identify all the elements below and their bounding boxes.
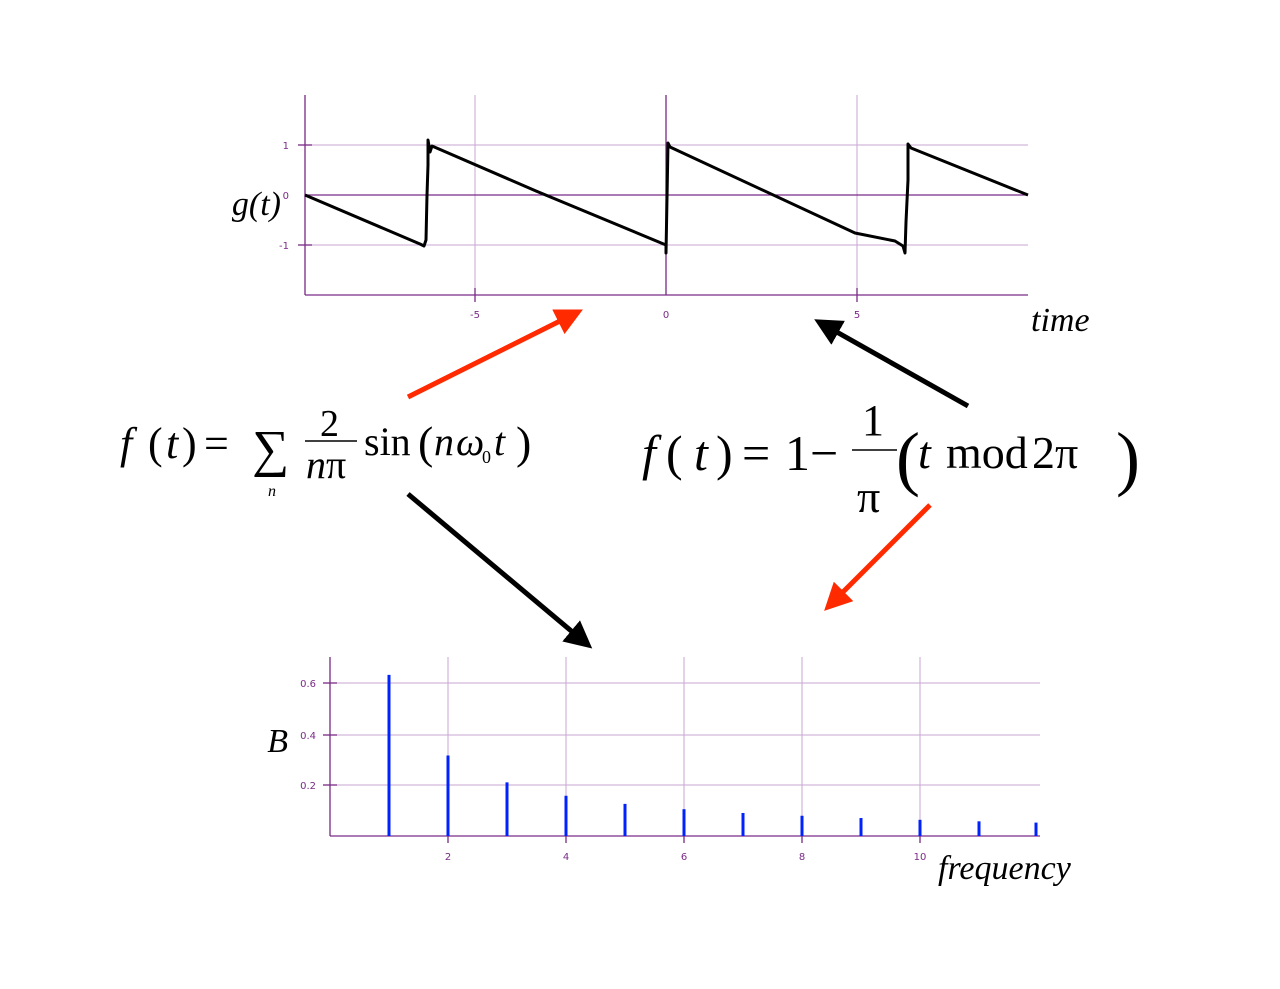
x-tick-8: 8 (799, 852, 805, 863)
svg-text:(: ( (148, 419, 163, 468)
svg-text:=: = (742, 425, 770, 481)
x-tick-neg5: -5 (470, 310, 480, 321)
y-tick-0.6: 0.6 (300, 679, 316, 690)
series-to-frequency-arrow (406, 492, 593, 649)
svg-text:n: n (434, 419, 454, 464)
sum-index: n (268, 483, 276, 500)
svg-text:1: 1 (785, 425, 810, 481)
svg-text:f: f (642, 425, 662, 481)
x-tick-2: 2 (445, 852, 451, 863)
y-tick-0: 0 (283, 191, 289, 202)
sawtooth-signal (304, 138, 1029, 255)
y-tick-1: 1 (283, 141, 289, 152)
svg-text:): ) (516, 417, 531, 468)
freq-grid (330, 657, 1040, 836)
x-tick-4: 4 (563, 852, 569, 863)
sawtooth-denominator: π (857, 471, 880, 522)
svg-text:mod: mod (946, 427, 1028, 478)
svg-text:): ) (182, 419, 197, 468)
x-tick-10: 10 (914, 852, 927, 863)
svg-text:t: t (918, 427, 932, 478)
frequency-domain-chart: 0.6 0.4 0.2 2 4 6 8 10 B frequency (267, 657, 1072, 887)
time-axes (298, 95, 1028, 302)
svg-text:(: ( (666, 425, 683, 481)
svg-text:sin: sin (364, 419, 411, 464)
svg-text:(: ( (896, 418, 920, 498)
time-domain-chart: 1 0 -1 -5 0 5 g(t) time (232, 95, 1090, 339)
svg-text:π: π (326, 442, 346, 487)
svg-text:0: 0 (482, 447, 491, 467)
svg-text:): ) (716, 425, 733, 481)
y-tick-neg1: -1 (279, 241, 289, 252)
time-chart-xlabel: time (1031, 302, 1090, 339)
sum-symbol: ∑ (252, 421, 289, 478)
svg-text:): ) (1116, 418, 1140, 498)
svg-text:2π: 2π (1032, 427, 1078, 478)
freq-axes (323, 657, 1040, 843)
x-tick-6: 6 (681, 852, 687, 863)
series-to-time-arrow (406, 309, 583, 400)
arrows (406, 309, 970, 649)
series-numerator: 2 (320, 403, 339, 445)
svg-text:ω: ω (456, 419, 484, 464)
svg-text:−: − (810, 425, 838, 481)
sawtooth-to-time-arrow (814, 319, 970, 409)
frequency-chart-xlabel: frequency (938, 850, 1072, 887)
svg-text:t: t (694, 425, 709, 481)
svg-text:t: t (494, 419, 506, 464)
frequency-bars (387, 674, 1038, 836)
svg-text:t: t (166, 419, 180, 468)
y-tick-0.4: 0.4 (300, 731, 316, 742)
sawtooth-numerator: 1 (862, 396, 884, 445)
sawtooth-equation: f ( t ) = 1 − 1 π ( t mod 2π ) (642, 396, 1140, 522)
frequency-chart-ylabel: B (267, 723, 288, 760)
svg-text:=: = (204, 419, 229, 468)
y-tick-0.2: 0.2 (300, 781, 316, 792)
x-tick-0: 0 (663, 310, 669, 321)
x-tick-5: 5 (854, 310, 860, 321)
fourier-series-equation: f ( t ) = ∑ n 2 n π sin ( n ω 0 t ) (120, 403, 531, 500)
sawtooth-to-frequency-arrow (824, 503, 932, 611)
time-chart-ylabel: g(t) (232, 186, 281, 223)
svg-text:n: n (306, 442, 326, 487)
svg-text:f: f (120, 419, 138, 468)
svg-text:(: ( (418, 417, 433, 468)
